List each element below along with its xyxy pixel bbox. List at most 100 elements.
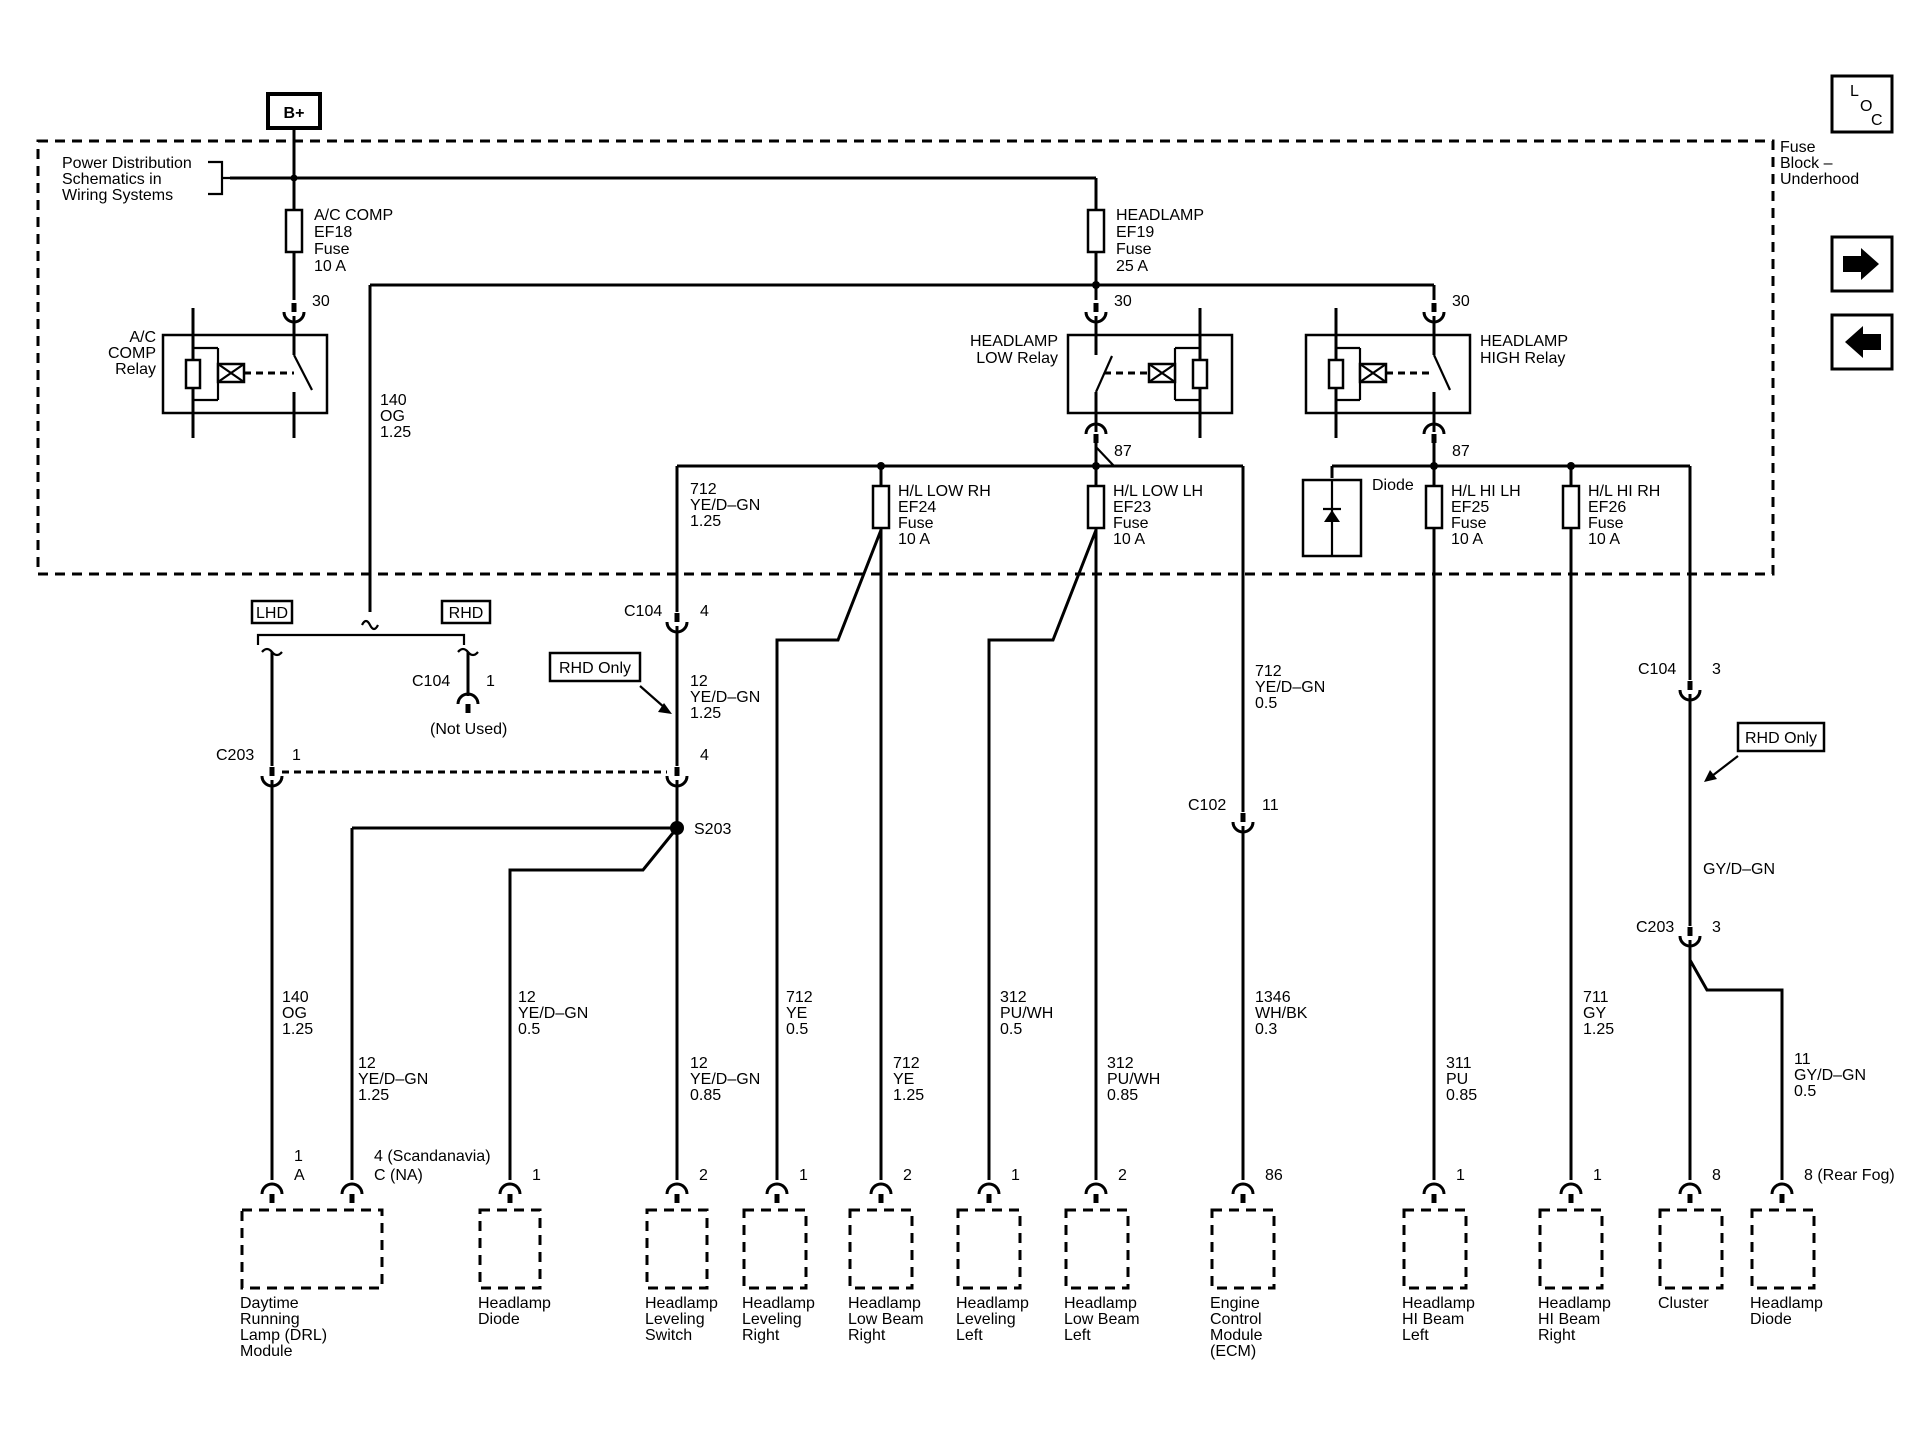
connector-pin — [869, 1182, 893, 1205]
svg-text:LOW Relay: LOW Relay — [976, 350, 1058, 367]
component-label: Left — [1402, 1327, 1429, 1344]
svg-text:1.25: 1.25 — [1583, 1021, 1614, 1038]
svg-text:712: 712 — [1255, 663, 1282, 680]
wire-712-ye-leveling-right — [775, 529, 883, 1180]
rhd-only-callout-right: RHD Only — [1704, 721, 1826, 782]
diode: Diode — [1301, 477, 1414, 558]
svg-text:(Not Used): (Not Used) — [430, 721, 507, 738]
component-box — [1538, 1208, 1604, 1290]
fuse-block-label: Fuse Block – Underhood — [1780, 139, 1859, 188]
svg-text:1.25: 1.25 — [282, 1021, 313, 1038]
connector-pin — [977, 1182, 1001, 1205]
wire-label-712-top: 712 YE/D–GN 1.25 — [690, 481, 760, 530]
component-label: HI Beam — [1402, 1311, 1464, 1328]
loc-button[interactable]: L O C — [1830, 74, 1894, 134]
connector-pin — [498, 1182, 522, 1205]
svg-text:1.25: 1.25 — [893, 1087, 924, 1104]
svg-text:3: 3 — [1712, 661, 1721, 678]
component-label: Module — [1210, 1327, 1263, 1344]
svg-text:1: 1 — [292, 747, 301, 764]
component-label: Low Beam — [848, 1311, 924, 1328]
pin-label: 1 — [294, 1148, 303, 1165]
pin-label: 1 — [1593, 1167, 1602, 1184]
svg-text:H/L LOW RH: H/L LOW RH — [898, 483, 991, 500]
pin-label: 86 — [1265, 1167, 1283, 1184]
svg-text:Fuse: Fuse — [1113, 515, 1149, 532]
component-box — [1402, 1208, 1468, 1290]
svg-text:30: 30 — [1452, 293, 1470, 310]
svg-text:PU: PU — [1446, 1071, 1468, 1088]
component-label: (ECM) — [1210, 1343, 1256, 1360]
svg-text:YE/D–GN: YE/D–GN — [690, 497, 760, 514]
rhd-only-callout-left: RHD Only — [548, 651, 672, 714]
svg-text:12: 12 — [518, 989, 536, 1006]
connector-pin — [1231, 1182, 1255, 1205]
arrow-left-icon[interactable] — [1830, 313, 1894, 371]
svg-text:C102: C102 — [1188, 797, 1226, 814]
svg-text:0.85: 0.85 — [690, 1087, 721, 1104]
component-label: Control — [1210, 1311, 1262, 1328]
component-label: HI Beam — [1538, 1311, 1600, 1328]
headlamp-low-relay: 30 HEADLAMP LOW Relay 87 — [970, 293, 1234, 460]
svg-text:1: 1 — [486, 673, 495, 690]
component-label: Headlamp — [1064, 1295, 1137, 1312]
component-label: Leveling — [645, 1311, 705, 1328]
component-drl-module-pin-c: 4 (Scandanavia)C (NA) — [340, 1148, 491, 1205]
pin-label: 1 — [799, 1167, 808, 1184]
svg-text:YE: YE — [786, 1005, 807, 1022]
pin-label: 2 — [699, 1167, 708, 1184]
component-box — [240, 1208, 384, 1290]
wire-label-gy-dgn: GY/D–GN — [1703, 861, 1775, 878]
svg-text:OG: OG — [380, 408, 405, 425]
connector-pin — [1678, 1182, 1702, 1205]
svg-text:YE/D–GN: YE/D–GN — [1255, 679, 1325, 696]
fuse-ef23: H/L LOW LH EF23 Fuse 10 A — [1086, 466, 1203, 1180]
svg-text:COMP: COMP — [108, 345, 156, 362]
svg-text:HEADLAMP: HEADLAMP — [1116, 207, 1204, 224]
arrow-right-icon[interactable] — [1830, 235, 1894, 293]
svg-text:GY: GY — [1583, 1005, 1606, 1022]
svg-text:PU/WH: PU/WH — [1000, 1005, 1053, 1022]
svg-text:YE/D–GN: YE/D–GN — [518, 1005, 588, 1022]
component-label: Headlamp — [742, 1295, 815, 1312]
svg-text:1.25: 1.25 — [690, 705, 721, 722]
component-label: Diode — [1750, 1311, 1792, 1328]
b-plus-supply: B+ — [266, 92, 322, 130]
component-label: Left — [1064, 1327, 1091, 1344]
component-label: Headlamp — [1750, 1295, 1823, 1312]
component-box — [848, 1208, 914, 1290]
svg-text:WH/BK: WH/BK — [1255, 1005, 1308, 1022]
fuse-ef26: H/L HI RH EF26 Fuse 10 A — [1561, 466, 1660, 1180]
loc-c: C — [1871, 112, 1883, 129]
svg-text:EF25: EF25 — [1451, 499, 1489, 516]
svg-text:712: 712 — [690, 481, 717, 498]
svg-text:1.25: 1.25 — [690, 513, 721, 530]
component-label: Lamp (DRL) — [240, 1327, 327, 1344]
wire-label-140-og-top: 140 OG 1.25 — [380, 392, 411, 441]
svg-text:12: 12 — [690, 1055, 708, 1072]
svg-text:H/L HI LH: H/L HI LH — [1451, 483, 1521, 500]
component-label: Switch — [645, 1327, 692, 1344]
svg-text:Relay: Relay — [115, 361, 156, 378]
svg-text:C203: C203 — [216, 747, 254, 764]
svg-text:0.85: 0.85 — [1446, 1087, 1477, 1104]
component-label: Left — [956, 1327, 983, 1344]
component-label: Headlamp — [956, 1295, 1029, 1312]
component-label: Cluster — [1658, 1295, 1709, 1312]
component-label: Right — [742, 1327, 780, 1344]
svg-text:Fuse: Fuse — [1588, 515, 1624, 532]
svg-text:0.3: 0.3 — [1255, 1021, 1277, 1038]
svg-text:140: 140 — [380, 392, 407, 409]
wire-label-712-ecm: 712 YE/D–GN 0.5 — [1255, 663, 1325, 712]
component-label: Leveling — [742, 1311, 802, 1328]
svg-text:Fuse: Fuse — [898, 515, 934, 532]
svg-text:87: 87 — [1114, 443, 1132, 460]
pin-label: 8 — [1712, 1167, 1721, 1184]
component-box — [1064, 1208, 1130, 1290]
svg-text:Block –: Block – — [1780, 155, 1833, 172]
